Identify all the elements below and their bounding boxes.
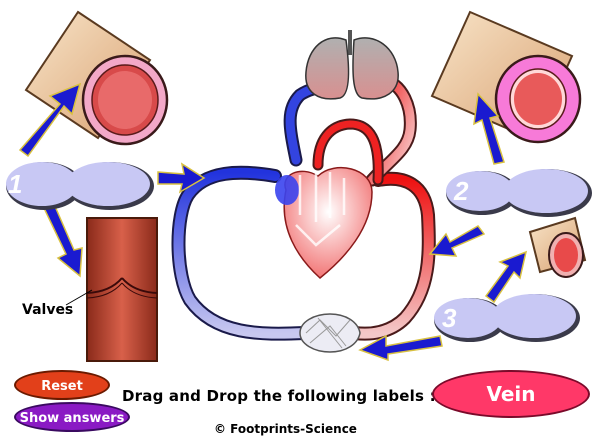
arrows <box>18 82 528 362</box>
drop-zone-1[interactable] <box>6 162 154 210</box>
drop-zone-2[interactable] <box>446 169 592 217</box>
lungs <box>305 30 399 100</box>
copyright-text: © Footprints-Science <box>214 422 357 436</box>
vessel-cross-section-2 <box>430 10 582 144</box>
arrow-1-to-vein <box>42 203 83 278</box>
heart <box>275 167 373 279</box>
vein-with-valves <box>65 217 158 362</box>
arrow-1-to-artery <box>18 82 82 158</box>
capillary-bed <box>299 313 361 353</box>
arrow-1-to-loop <box>157 162 206 194</box>
capillary-cross-section <box>528 216 587 278</box>
instruction-text: Drag and Drop the following labels : <box>122 387 436 405</box>
vein-drag-label[interactable]: Vein <box>432 370 590 418</box>
valves-label: Valves <box>22 302 74 318</box>
circulation-loop <box>171 71 436 341</box>
arrow-3-to-capillary <box>484 250 528 304</box>
arrow-3-to-bed <box>358 334 443 362</box>
arrow-2-to-loop <box>428 225 486 257</box>
drop-zone-3-number: 3 <box>442 303 457 333</box>
reset-button[interactable]: Reset <box>14 370 110 400</box>
show-answers-button[interactable]: Show answers <box>14 402 130 432</box>
drop-zone-1-number: 1 <box>8 169 23 199</box>
arrow-2-to-vessel <box>473 92 505 165</box>
drop-zone-2-number: 2 <box>454 176 469 206</box>
drop-zone-3[interactable] <box>434 294 580 342</box>
